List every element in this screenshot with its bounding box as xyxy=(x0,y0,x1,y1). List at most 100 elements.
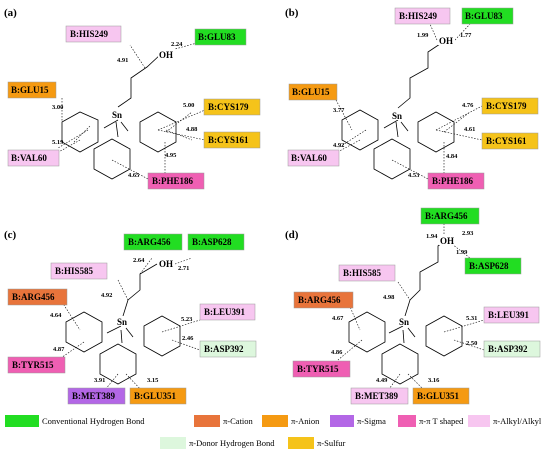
distance-label: 4.98 xyxy=(383,294,395,301)
distance-label: 5.31 xyxy=(466,315,477,322)
hydroxyl-group: OH xyxy=(159,259,173,269)
distance-label: 4.95 xyxy=(165,152,177,159)
residue-box xyxy=(412,387,470,405)
hydroxyl-group: OH xyxy=(439,36,453,46)
distance-label: 3.15 xyxy=(147,377,159,384)
distance-label: 4.49 xyxy=(376,377,388,384)
panel-a: (a) Sn OH xyxy=(4,7,261,190)
residue-box xyxy=(427,172,485,190)
tin-atom: Sn xyxy=(112,110,122,120)
residue-label: B:HIS249 xyxy=(70,29,109,39)
distance-label: 1.99 xyxy=(456,249,468,256)
distance-label: 4.92 xyxy=(101,292,112,299)
interaction-lines xyxy=(337,224,485,397)
distance-label: 1.77 xyxy=(460,32,472,39)
distance-label: 5.00 xyxy=(183,102,194,109)
residue-box xyxy=(483,306,540,324)
residue-box xyxy=(123,233,183,251)
distance-label: 4.87 xyxy=(53,346,65,353)
molecule-skeleton xyxy=(348,239,463,385)
residue-label: B:VAL60 xyxy=(291,153,327,163)
interaction-lines xyxy=(331,23,483,181)
legend-label: π-Sigma xyxy=(357,416,386,426)
residue-label: B:TYR515 xyxy=(12,360,54,370)
residue-label: B:HIS585 xyxy=(343,268,382,278)
legend-label: Conventional Hydrogen Bond xyxy=(42,416,145,426)
residue-label: B:MET389 xyxy=(355,391,399,401)
distance-label: 2.93 xyxy=(462,230,474,237)
panel-c: (c) Sn OH B:ARG456 B:ASP628 xyxy=(4,229,257,405)
molecule-skeleton xyxy=(61,53,177,180)
residue-label: B:GLU83 xyxy=(465,11,503,21)
residue-box xyxy=(65,25,122,43)
residue-label: B:ASP628 xyxy=(469,261,509,271)
residue-label: B:ASP392 xyxy=(488,344,528,354)
residue-label: B:CYS179 xyxy=(208,102,249,112)
distance-label: 1.99 xyxy=(417,32,429,39)
residue-label: B:ARG456 xyxy=(425,211,468,221)
legend-swatch-hbond xyxy=(5,415,39,427)
distance-label: 4.86 xyxy=(331,349,343,356)
legend-label: π-Anion xyxy=(291,416,320,426)
distance-label: 2.46 xyxy=(182,335,194,342)
residue-label: B:PHE186 xyxy=(152,176,194,186)
residue-box xyxy=(199,340,257,358)
legend-swatch-sigma xyxy=(330,415,354,427)
distance-label: 1.94 xyxy=(426,233,438,240)
residue-label: B:MET389 xyxy=(72,391,116,401)
distance-label: 2.50 xyxy=(466,340,477,347)
legend-swatch-donor-hbond xyxy=(160,437,186,449)
residue-box xyxy=(287,149,340,167)
distance-label: 4.64 xyxy=(50,312,62,319)
residue-box xyxy=(7,288,68,306)
panel-label: (d) xyxy=(285,229,299,241)
legend-label: π-Cation xyxy=(223,416,254,426)
residue-box xyxy=(7,149,60,167)
distance-label: 4.76 xyxy=(462,102,474,109)
panel-b: (b) Sn OH B:HIS249 B:G xyxy=(285,7,539,190)
legend-label: π-Alkyl/Alkyl xyxy=(493,416,542,426)
residue-label: B:LEU391 xyxy=(488,310,530,320)
residue-box xyxy=(194,28,247,46)
residue-label: B:HIS585 xyxy=(55,266,94,276)
residue-box xyxy=(7,356,66,374)
residue-box xyxy=(50,262,108,280)
residue-box xyxy=(481,132,539,150)
distance-label: 4.65 xyxy=(128,172,140,179)
residue-label: B:ARG456 xyxy=(298,295,341,305)
residue-box xyxy=(203,98,261,116)
residue-box xyxy=(147,172,205,190)
residue-box xyxy=(199,303,256,321)
residue-label: B:ARG456 xyxy=(12,292,55,302)
residue-label: B:VAL60 xyxy=(11,153,47,163)
residue-box xyxy=(129,387,187,405)
tin-atom: Sn xyxy=(117,317,127,327)
molecule-skeleton xyxy=(341,43,455,180)
distance-label: 2.71 xyxy=(178,265,189,272)
molecule-skeleton xyxy=(65,263,181,385)
residue-label: B:GLU351 xyxy=(417,391,460,401)
legend-swatch-sulfur xyxy=(288,437,314,449)
legend-label: π-Sulfur xyxy=(317,438,346,448)
distance-label: 3.77 xyxy=(333,107,345,114)
legend-swatch-anion xyxy=(262,415,288,427)
tin-atom: Sn xyxy=(399,317,409,327)
legend: Conventional Hydrogen Bond π-Cation π-An… xyxy=(5,415,542,449)
residue-label: B:GLU15 xyxy=(11,85,49,95)
residue-box xyxy=(67,387,126,405)
residue-label: B:HIS249 xyxy=(399,11,438,21)
residue-box xyxy=(338,264,396,282)
distance-label: 4.92 xyxy=(333,142,344,149)
distance-label: 4.84 xyxy=(446,153,458,160)
residue-box xyxy=(288,83,338,101)
distance-label: 2.24 xyxy=(171,41,183,48)
residue-box xyxy=(481,97,539,115)
residue-label: B:GLU351 xyxy=(134,391,177,401)
residue-label: B:GLU15 xyxy=(292,87,330,97)
residue-label: B:PHE186 xyxy=(432,176,474,186)
legend-swatch-pipi-t xyxy=(398,415,416,427)
residue-box xyxy=(461,7,514,25)
distance-label: 3.16 xyxy=(428,377,440,384)
residue-label: B:CYS179 xyxy=(486,101,527,111)
distance-label: 4.88 xyxy=(186,126,198,133)
